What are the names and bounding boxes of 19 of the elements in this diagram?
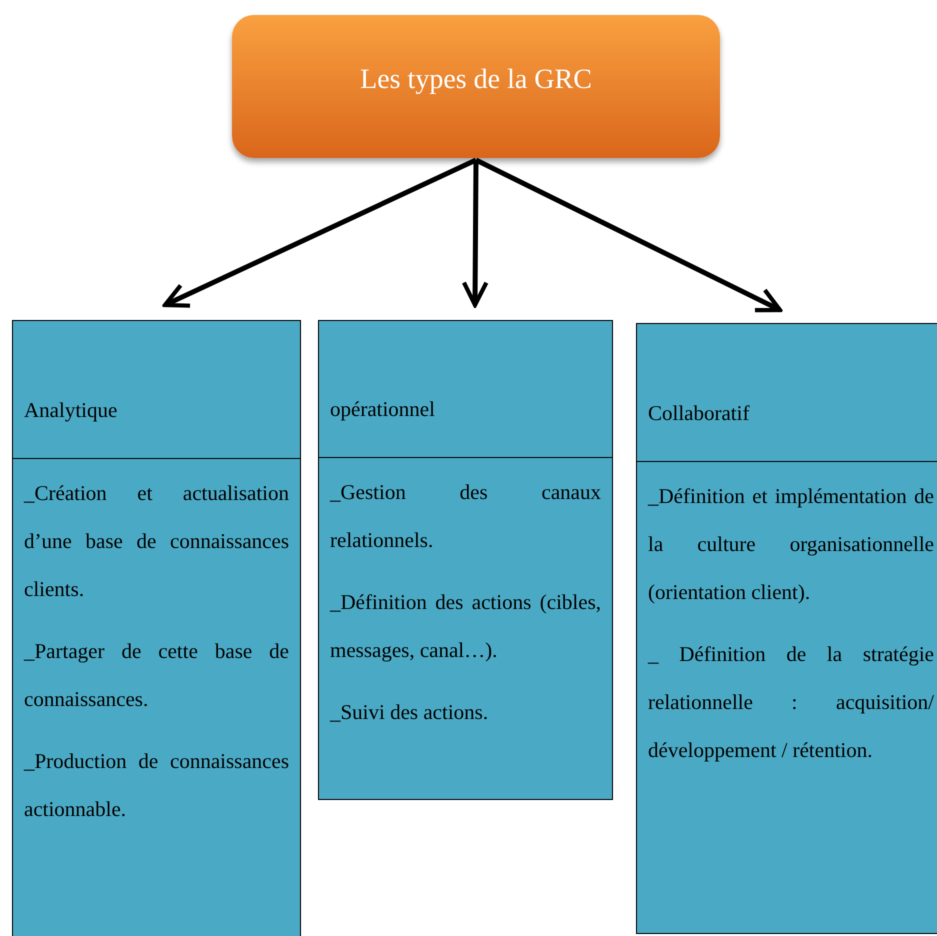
column-heading: opérationnel (330, 396, 435, 422)
title-text: Les types de la GRC (360, 63, 592, 97)
bullet-text: _Définition des actions (cibles, messages, canal…). (330, 589, 601, 664)
bullet-text: _ Définition de la stratégie relationnelle : acquisition/ développement / rétention. (648, 641, 934, 764)
column-heading: Collaboratif (648, 400, 750, 426)
bullet-text: _Création et actualisation d’une base de connaissances clients. (24, 480, 289, 603)
category-table (636, 323, 937, 934)
bullet-text: _Définition et implémentation de la culture organisationnelle (orientation client). (648, 483, 934, 606)
bullet-text: _Suivi des actions. (330, 699, 490, 726)
category-table (12, 320, 301, 936)
arrow (162, 158, 478, 308)
bullet-text: _Production de connaissances actionnable. (24, 748, 289, 823)
bullet-text: _Partager de cette base de connaissances. (24, 638, 289, 713)
arrow (462, 160, 488, 308)
column-heading: Analytique (24, 396, 118, 424)
arrow (474, 158, 782, 312)
bullet-text: _Gestion des canaux relationnels. (330, 479, 601, 554)
title-box (232, 15, 720, 158)
category-table (318, 320, 613, 800)
